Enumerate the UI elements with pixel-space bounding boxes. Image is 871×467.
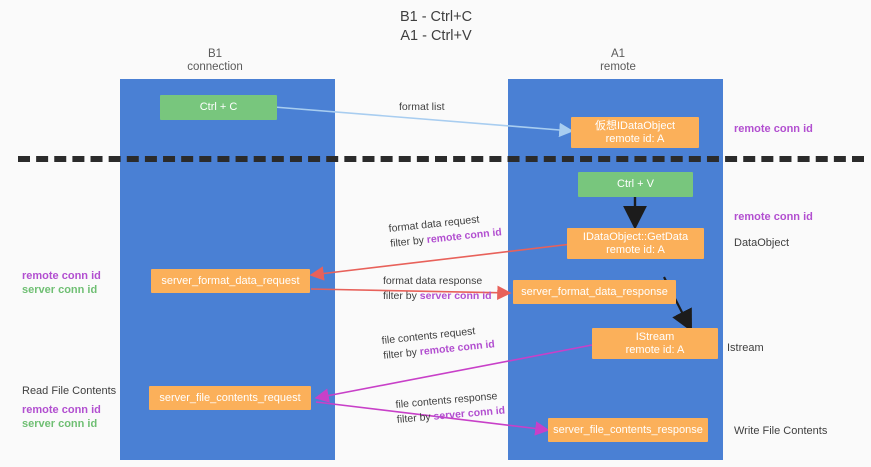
annotation-left-server-conn-id-bottom: server conn id <box>22 418 98 430</box>
annotation-remote-conn-id-mid: remote conn id <box>734 211 813 223</box>
lane-heading-b1: B1 connection <box>187 48 243 73</box>
edge-label-format-list: format list <box>399 101 445 113</box>
node-istream[interactable]: IStream remote id: A <box>592 328 718 359</box>
node-idataobject-getdata[interactable]: IDataObject::GetData remote id: A <box>567 228 704 259</box>
edge-label-format-data-request: format data request filter by remote con… <box>388 210 503 252</box>
edge-label-format-data-response-prefix: filter by <box>383 290 420 302</box>
page-title: B1 - Ctrl+C A1 - Ctrl+V <box>399 9 473 44</box>
annotation-istream: Istream <box>727 342 764 354</box>
annotation-write-file-contents: Write File Contents <box>734 425 828 437</box>
phase-divider <box>18 156 864 162</box>
annotation-dataobject: DataObject <box>734 237 790 249</box>
node-virtual-idataobject[interactable]: 仮想IDataObject remote id: A <box>571 117 699 148</box>
edge-label-format-data-response-key: server conn id <box>419 290 492 302</box>
edge-label-format-data-response-line1: format data response <box>383 275 483 287</box>
node-server-format-data-response[interactable]: server_format_data_response <box>513 280 676 304</box>
annotation-remote-conn-id-top: remote conn id <box>734 123 813 135</box>
edge-label-file-contents-response-key: server conn id <box>433 404 506 423</box>
edge-label-format-data-response: format data response filter by server co… <box>383 274 492 304</box>
node-server-format-data-request[interactable]: server_format_data_request <box>151 269 310 293</box>
edge-label-file-contents-response: file contents response filter by server … <box>395 389 506 428</box>
edge-label-file-contents-request: file contents request filter by remote c… <box>381 322 496 364</box>
annotation-left-server-conn-id-mid: server conn id <box>22 284 98 296</box>
node-server-file-contents-response[interactable]: server_file_contents_response <box>548 418 708 442</box>
node-ctrl-v[interactable]: Ctrl + V <box>578 172 693 197</box>
lane-heading-a1: A1 remote <box>600 48 636 73</box>
node-ctrl-c[interactable]: Ctrl + C <box>160 95 277 120</box>
edge-label-file-contents-request-prefix: filter by <box>382 346 421 362</box>
edge-label-format-data-request-prefix: filter by <box>389 234 428 250</box>
annotation-left-remote-conn-id-bottom: remote conn id <box>22 404 101 416</box>
edge-label-file-contents-response-prefix: filter by <box>396 410 435 426</box>
node-server-file-contents-request[interactable]: server_file_contents_request <box>149 386 311 410</box>
annotation-left-remote-conn-id-mid: remote conn id <box>22 270 101 282</box>
annotation-read-file-contents: Read File Contents <box>22 385 117 397</box>
